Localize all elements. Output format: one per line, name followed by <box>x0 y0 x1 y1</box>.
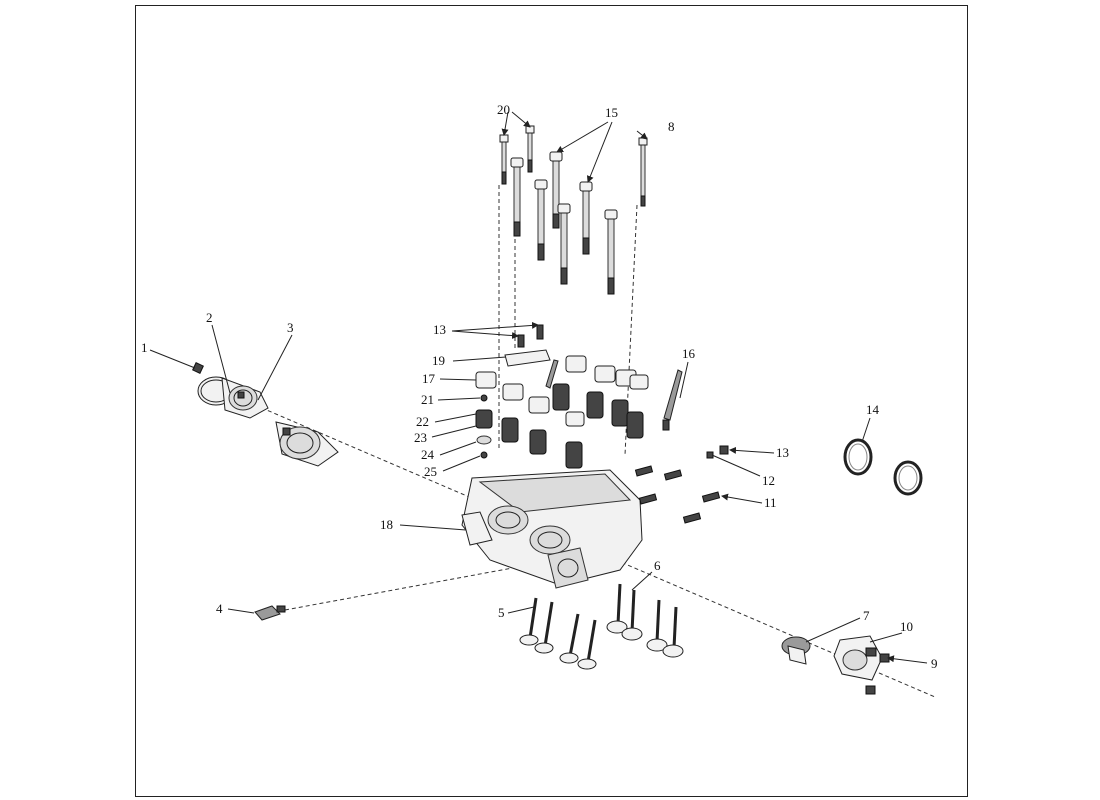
callout-19: 19 <box>432 353 445 368</box>
cylinder-head <box>461 469 643 589</box>
callout-17: 17 <box>422 371 436 386</box>
callout-4: 4 <box>216 601 223 616</box>
callout-18: 18 <box>380 517 393 532</box>
valve-train <box>475 324 683 469</box>
callout-9: 9 <box>931 656 938 671</box>
callout-6: 6 <box>654 558 661 573</box>
callout-23: 23 <box>414 430 427 445</box>
valves <box>519 583 684 670</box>
intake-flange-group <box>192 362 339 467</box>
callout-22: 22 <box>416 414 429 429</box>
callout-13-right: 13 <box>776 445 789 460</box>
callout-14: 14 <box>866 402 880 417</box>
assembly-axes <box>254 185 936 698</box>
callout-16: 16 <box>682 346 696 361</box>
callout-13-left: 13 <box>433 322 446 337</box>
callout-15: 15 <box>605 105 618 120</box>
callout-20: 20 <box>497 102 510 117</box>
callout-12: 12 <box>762 473 775 488</box>
studs-right <box>634 445 729 524</box>
callout-24: 24 <box>421 447 435 462</box>
diagram-frame <box>135 5 968 797</box>
callout-3: 3 <box>287 320 294 335</box>
callout-5: 5 <box>498 605 505 620</box>
leader-lines <box>149 111 928 664</box>
callout-8: 8 <box>668 119 675 134</box>
o-rings <box>843 438 923 496</box>
thermostat-group <box>781 635 890 695</box>
callout-10: 10 <box>900 619 913 634</box>
callout-7: 7 <box>863 608 870 623</box>
callouts: 1 2 3 4 5 6 7 8 9 10 11 12 13 13 14 15 1… <box>141 102 938 671</box>
temperature-sensor <box>254 605 286 621</box>
callout-2: 2 <box>206 310 213 325</box>
callout-25: 25 <box>424 464 437 479</box>
callout-1: 1 <box>141 340 148 355</box>
callout-11: 11 <box>764 495 777 510</box>
head-bolts <box>499 125 648 295</box>
callout-21: 21 <box>421 392 434 407</box>
